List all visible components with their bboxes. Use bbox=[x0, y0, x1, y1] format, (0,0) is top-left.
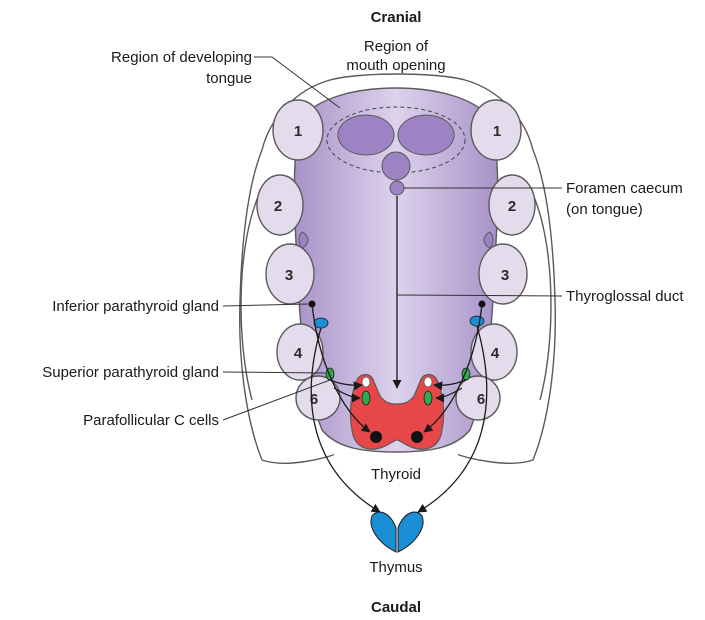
left-pouch-2-number: 2 bbox=[274, 198, 282, 215]
left-inferior-parathyroid-dot bbox=[370, 431, 382, 443]
right-thyroid-lumen bbox=[424, 377, 432, 387]
thyroid-label: Thyroid bbox=[371, 466, 421, 483]
developing-tongue-label-line2: tongue bbox=[206, 70, 252, 87]
thyroglossal-duct-label: Thyroglossal duct bbox=[566, 288, 684, 305]
foramen-caecum-label-line1: Foramen caecum bbox=[566, 180, 683, 197]
right-pouch-2-number: 2 bbox=[508, 198, 516, 215]
median-tongue-bud bbox=[382, 152, 410, 180]
right-pouch-4-number: 4 bbox=[491, 345, 500, 362]
cranial-label: Cranial bbox=[371, 9, 422, 26]
foramen-caecum bbox=[390, 181, 404, 195]
left-thymus-primordium bbox=[314, 318, 328, 328]
mouth-opening-label-line2: mouth opening bbox=[346, 57, 445, 74]
left-thyroid-lumen bbox=[362, 377, 370, 387]
foramen-caecum-label-line2: (on tongue) bbox=[566, 201, 643, 218]
mouth-opening-label-line1: Region of bbox=[364, 38, 429, 55]
right-tongue-swelling bbox=[398, 115, 454, 155]
right-pouch-3-number: 3 bbox=[501, 267, 509, 284]
developing-tongue-label-line1: Region of developing bbox=[111, 49, 252, 66]
inferior-parathyroid-leader bbox=[223, 304, 308, 306]
thymus-right-lobe bbox=[398, 512, 423, 552]
left-pouch-3-number: 3 bbox=[285, 267, 293, 284]
left-arch-curve bbox=[241, 188, 262, 400]
thymus-left-lobe bbox=[371, 512, 396, 552]
caudal-label: Caudal bbox=[371, 599, 421, 616]
right-pouch-1-number: 1 bbox=[493, 123, 501, 140]
inferior-parathyroid-label: Inferior parathyroid gland bbox=[52, 298, 219, 315]
right-c-cells bbox=[424, 391, 432, 405]
right-arch-curve bbox=[530, 188, 551, 400]
thymus-label: Thymus bbox=[369, 559, 422, 576]
superior-parathyroid-label: Superior parathyroid gland bbox=[42, 364, 219, 381]
right-thymus-primordium bbox=[470, 316, 484, 326]
right-inferior-parathyroid-dot bbox=[411, 431, 423, 443]
right-pouch-6-number: 6 bbox=[477, 391, 485, 408]
left-pouch-1-number: 1 bbox=[294, 123, 302, 140]
parafollicular-label: Parafollicular C cells bbox=[83, 412, 219, 429]
left-pouch-4-number: 4 bbox=[294, 345, 303, 362]
left-c-cells bbox=[362, 391, 370, 405]
left-tongue-swelling bbox=[338, 115, 394, 155]
